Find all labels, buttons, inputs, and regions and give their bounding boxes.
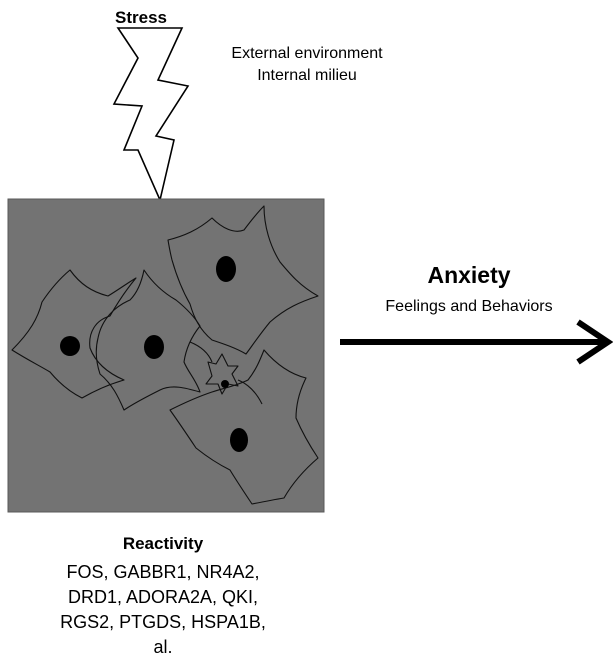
cell-process-link — [189, 341, 213, 363]
nucleus-left — [60, 336, 80, 356]
gene-list-line: RGS2, PTGDS, HSPA1B, — [60, 612, 266, 632]
cell-process-link — [237, 379, 263, 405]
arrow-head-icon — [576, 319, 613, 365]
nucleus-small-center — [221, 380, 229, 388]
anxiety-subtitle: Feelings and Behaviors — [385, 298, 552, 315]
reactivity-title: Reactivity — [123, 534, 204, 553]
gene-list-line: al. — [153, 637, 172, 657]
nucleus-top-right — [216, 256, 236, 282]
neuron-cell-bottom-right — [169, 349, 319, 505]
neuron-cell-left — [11, 269, 137, 399]
cell-tissue-panel — [7, 198, 325, 513]
tissue-background — [7, 198, 325, 513]
stress-source-internal: Internal milieu — [257, 67, 357, 84]
neuron-cell-top-right — [167, 205, 319, 355]
gene-list-line: DRD1, ADORA2A, QKI, — [68, 587, 258, 607]
nucleus-center — [144, 335, 164, 359]
stress-label: Stress — [115, 8, 167, 27]
stress-to-anxiety-arrow — [340, 319, 613, 365]
stress-source-external: External environment — [231, 45, 383, 62]
gene-list-line: FOS, GABBR1, NR4A2, — [66, 562, 259, 582]
nucleus-bottom-right — [230, 428, 248, 452]
lightning-bolt-icon — [112, 27, 190, 203]
neuron-cell-center — [95, 269, 201, 411]
anxiety-title: Anxiety — [427, 262, 510, 288]
neuron-cell-small-center — [205, 353, 239, 395]
